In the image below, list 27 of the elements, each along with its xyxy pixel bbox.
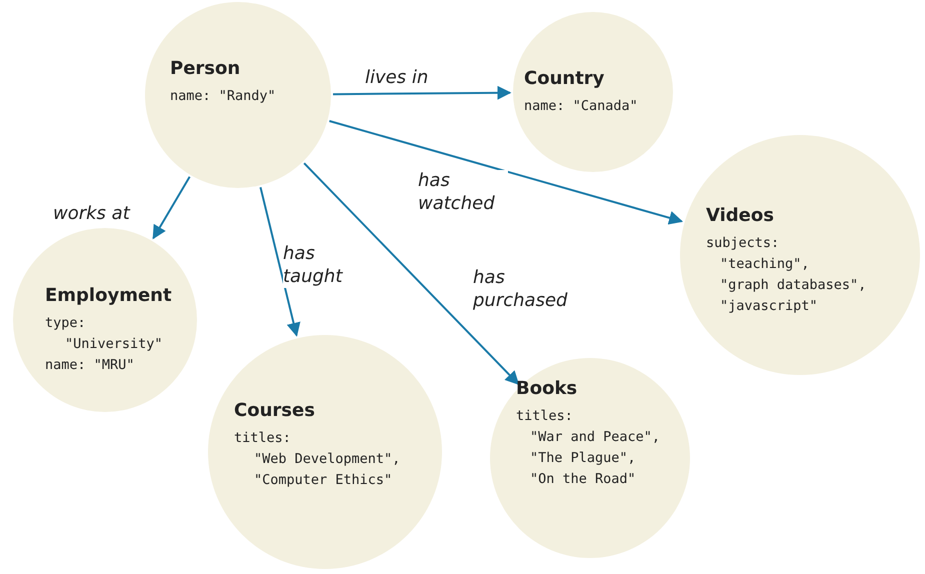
property-text: "The Plague", <box>530 450 636 466</box>
property-text: name: "MRU" <box>45 357 134 373</box>
property-text: "Computer Ethics" <box>254 472 392 488</box>
property-text: name: "Canada" <box>524 98 638 114</box>
arrow <box>152 176 191 240</box>
property-text: "teaching", <box>720 256 810 272</box>
property-text: type: <box>45 315 86 331</box>
arrow <box>332 86 512 100</box>
entity-name: Videos <box>706 205 774 226</box>
entity-name: Country <box>524 68 604 89</box>
property-text: "Web Development", <box>254 451 400 467</box>
property-text: "War and Peace", <box>530 429 660 445</box>
entity-name: Employment <box>45 285 172 306</box>
property-text: titles: <box>234 430 291 446</box>
arrow <box>329 120 684 225</box>
entity-name: Person <box>170 58 240 79</box>
arrow <box>260 187 300 337</box>
property-text: subjects: <box>706 235 780 251</box>
property-text: "On the Road" <box>530 471 636 487</box>
property-text: "javascript" <box>720 298 818 314</box>
entity-name: Books <box>516 378 578 399</box>
property-text: name: "Randy" <box>170 88 276 104</box>
property-text: titles: <box>516 408 573 424</box>
arrow <box>303 162 520 386</box>
property-text: "University" <box>65 336 163 352</box>
property-text: "graph databases", <box>720 277 866 293</box>
entity-name: Courses <box>234 400 315 421</box>
